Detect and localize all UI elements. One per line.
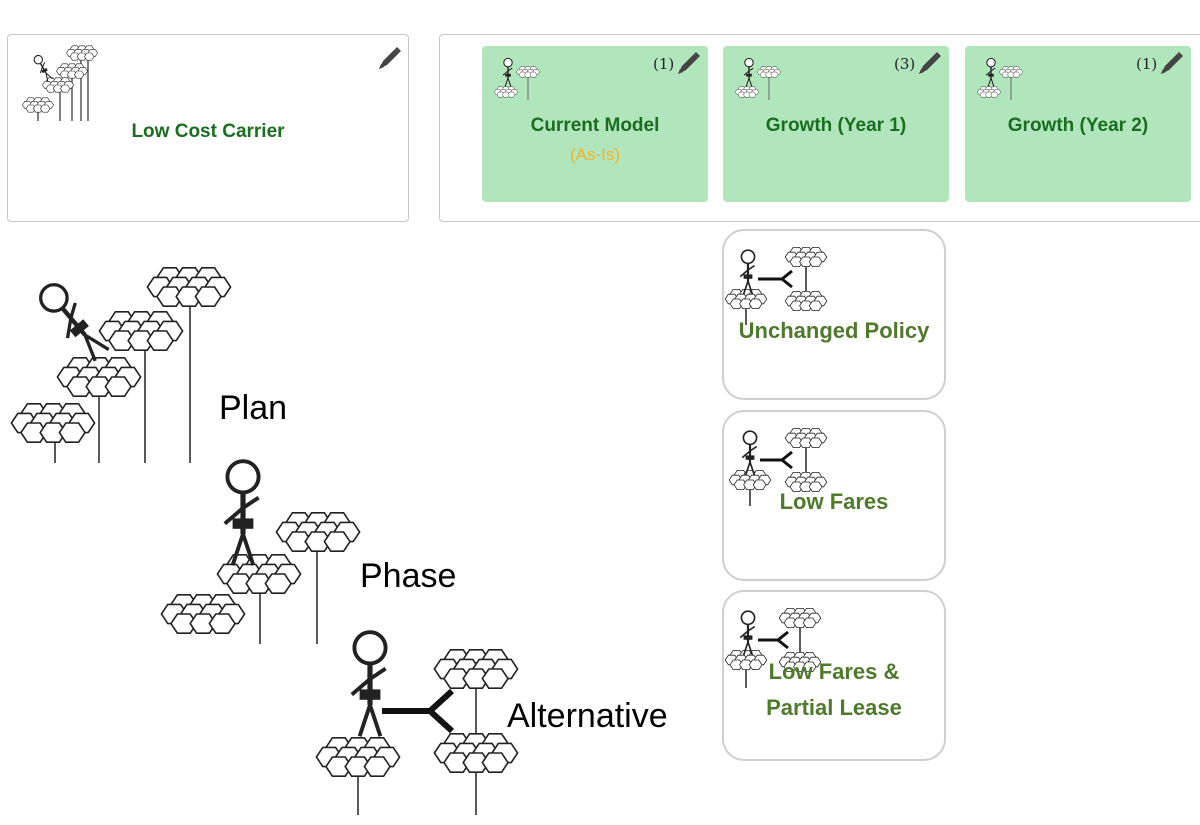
alternative-icon xyxy=(728,416,828,506)
phase-legend-illustration xyxy=(155,440,375,644)
phase-alternative-count: (1) xyxy=(1136,55,1158,73)
phase-icon xyxy=(488,57,536,100)
plan-bee-icon xyxy=(16,43,96,121)
edit-phase-pencil-icon[interactable] xyxy=(674,50,702,78)
phase-title: Growth (Year 1) xyxy=(765,115,907,136)
edit-plan-pencil-icon[interactable] xyxy=(375,45,403,73)
alternative-icon xyxy=(728,235,828,325)
plan-card[interactable]: Low Cost Carrier xyxy=(7,34,409,222)
plan-title: Low Cost Carrier xyxy=(131,121,285,142)
alternative-card-low-fares-partial-lease[interactable]: Low Fares & Partial Lease xyxy=(722,590,946,761)
plan-legend-illustration xyxy=(15,265,245,463)
phase-subtitle: (As-Is) xyxy=(569,145,621,164)
legend-phase-label: Phase xyxy=(360,557,457,595)
legend-alternative-label: Alternative xyxy=(507,697,668,735)
alternative-title: Unchanged Policy xyxy=(738,318,930,343)
phase-card-current-model[interactable]: (1) Current Model (As-Is) xyxy=(482,46,708,202)
legend-plan-label: Plan xyxy=(219,389,288,427)
phase-icon xyxy=(729,57,777,100)
alternative-icon xyxy=(728,596,828,688)
edit-phase-pencil-icon[interactable] xyxy=(1157,50,1185,78)
phase-card-growth-year-2[interactable]: (1) Growth (Year 2) xyxy=(965,46,1191,202)
phase-title: Current Model xyxy=(530,115,660,136)
alternative-legend-illustration xyxy=(310,605,530,815)
alternative-card-low-fares[interactable]: Low Fares xyxy=(722,410,946,581)
phase-title: Growth (Year 2) xyxy=(1007,115,1149,136)
phase-alternative-count: (3) xyxy=(894,55,916,73)
phase-card-growth-year-1[interactable]: (3) Growth (Year 1) xyxy=(723,46,949,202)
phase-alternative-count: (1) xyxy=(653,55,675,73)
alternative-card-unchanged-policy[interactable]: Unchanged Policy xyxy=(722,229,946,400)
alternative-title: Low Fares xyxy=(779,489,889,514)
edit-phase-pencil-icon[interactable] xyxy=(915,50,943,78)
alternative-title: Low Fares & Partial Lease xyxy=(766,659,902,720)
phase-icon xyxy=(971,57,1019,100)
